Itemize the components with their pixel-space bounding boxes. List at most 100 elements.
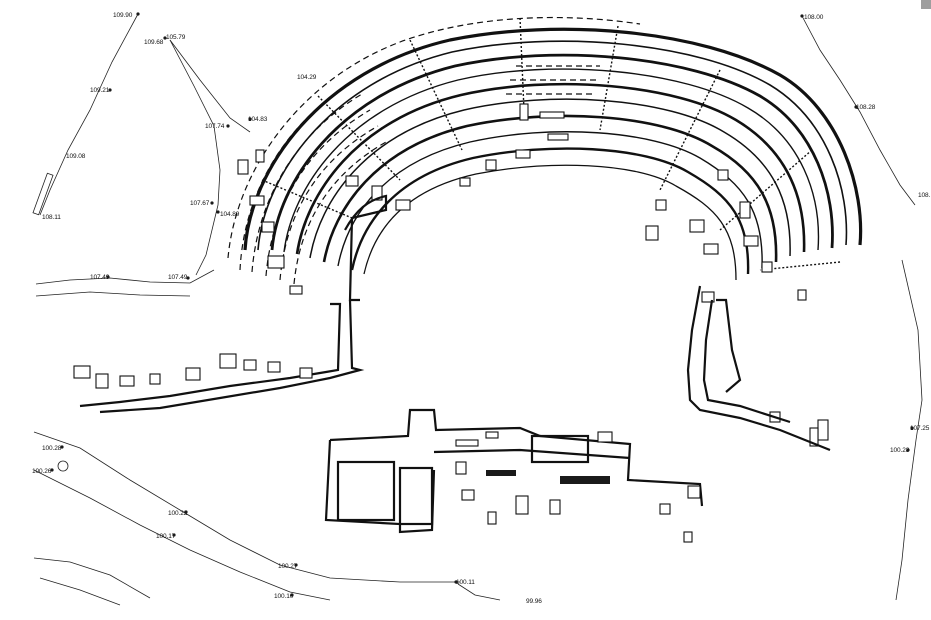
stone-block — [797, 289, 807, 301]
contour-line — [39, 13, 139, 216]
elevation-label: 100.11 — [456, 579, 475, 586]
stone-block — [95, 373, 109, 389]
stone-block — [515, 149, 531, 159]
stone-block — [371, 185, 383, 201]
seating-row — [283, 68, 820, 253]
dashed-row — [279, 125, 379, 281]
elevation-label: 108.11 — [42, 214, 61, 221]
survey-point — [454, 580, 458, 584]
dashed-seating-west — [239, 65, 600, 285]
stairway — [317, 95, 401, 181]
survey-point — [172, 533, 176, 537]
survey-point — [800, 14, 804, 18]
seating-row — [295, 82, 806, 255]
contour-line — [457, 583, 501, 601]
stone-block — [717, 169, 729, 181]
stone-block — [655, 199, 667, 211]
dashed-row — [265, 109, 371, 277]
stone-block — [485, 431, 499, 439]
seating-row — [270, 53, 834, 251]
stone-block — [299, 367, 313, 379]
skene-lower-wall — [324, 439, 436, 534]
skene-stage-front — [433, 448, 631, 460]
contour-line — [39, 577, 121, 606]
dashed-row — [239, 79, 357, 271]
survey-contours — [32, 13, 923, 606]
seating-row — [350, 147, 750, 275]
survey-point — [854, 105, 858, 109]
skene-room — [530, 434, 590, 464]
contour-line — [169, 39, 221, 276]
east-analemma-blocks — [716, 298, 742, 393]
corner-mark — [921, 0, 931, 9]
stone-block — [461, 489, 475, 501]
contour-line — [33, 557, 151, 599]
seating-row — [257, 40, 848, 251]
survey-point — [108, 88, 112, 92]
skene-room-west — [336, 460, 396, 522]
stone-block — [817, 419, 829, 441]
seating-row — [243, 27, 863, 251]
stone-block — [519, 103, 529, 121]
stairway — [759, 261, 841, 271]
seating-row — [363, 164, 737, 281]
dashed-row — [293, 141, 387, 285]
stairway — [519, 17, 525, 111]
stairway — [409, 39, 463, 151]
stone-block — [703, 243, 719, 255]
survey-marker — [57, 460, 69, 472]
survey-point — [210, 201, 214, 205]
contour-line — [895, 259, 923, 601]
elevation-label: 109.21 — [90, 87, 110, 94]
stone-block — [255, 149, 265, 163]
stone-block — [185, 367, 201, 381]
stone-block — [119, 375, 135, 387]
elevation-label: 100.10 — [274, 593, 294, 600]
survey-point — [910, 426, 914, 430]
stone-block — [547, 133, 569, 141]
east-analemma-inner — [702, 299, 791, 424]
stone-block — [149, 373, 161, 385]
survey-point — [906, 448, 910, 452]
survey-points — [50, 12, 914, 597]
seating-row — [309, 98, 791, 259]
elevation-label: 109.90 — [113, 12, 133, 19]
elevation-labels: 109.90 109.68 105.79 109.21 107.74 104.8… — [32, 12, 931, 605]
survey-point — [50, 468, 54, 472]
elevation-label: 99.96 — [526, 598, 542, 605]
survey-point — [290, 593, 294, 597]
stairway — [719, 149, 813, 231]
stone-block — [597, 431, 613, 443]
contour-line — [33, 431, 460, 583]
stone-block — [485, 159, 497, 171]
stone-block — [645, 225, 659, 241]
stone-block — [459, 177, 471, 187]
survey-point — [294, 563, 298, 567]
inner-wall-west — [344, 194, 388, 302]
contour-line — [801, 15, 916, 206]
stone-block — [549, 499, 561, 515]
stone-block — [487, 511, 497, 525]
contour-line — [35, 269, 215, 285]
stone-block — [455, 439, 479, 447]
elevation-label: 100.28 — [890, 447, 910, 454]
seating-row — [322, 114, 778, 263]
outer-cavea-dashed — [227, 16, 641, 259]
cavea-blocks — [237, 103, 829, 447]
stone-block — [289, 285, 303, 295]
survey-point — [248, 117, 252, 121]
stone-block — [809, 427, 819, 447]
scene-building — [324, 408, 704, 543]
stone-block — [267, 255, 285, 269]
stone-block — [455, 461, 467, 475]
stone-block — [237, 159, 249, 175]
contour-line — [169, 39, 251, 133]
stone-block — [345, 175, 359, 187]
elevation-label: 104.83 — [248, 116, 268, 123]
stairway — [599, 25, 619, 131]
elevation-label: 108.28 — [856, 104, 876, 111]
survey-point — [216, 210, 220, 214]
elevation-label: 108.00 — [804, 14, 824, 21]
elevation-label: 108. — [918, 192, 931, 199]
